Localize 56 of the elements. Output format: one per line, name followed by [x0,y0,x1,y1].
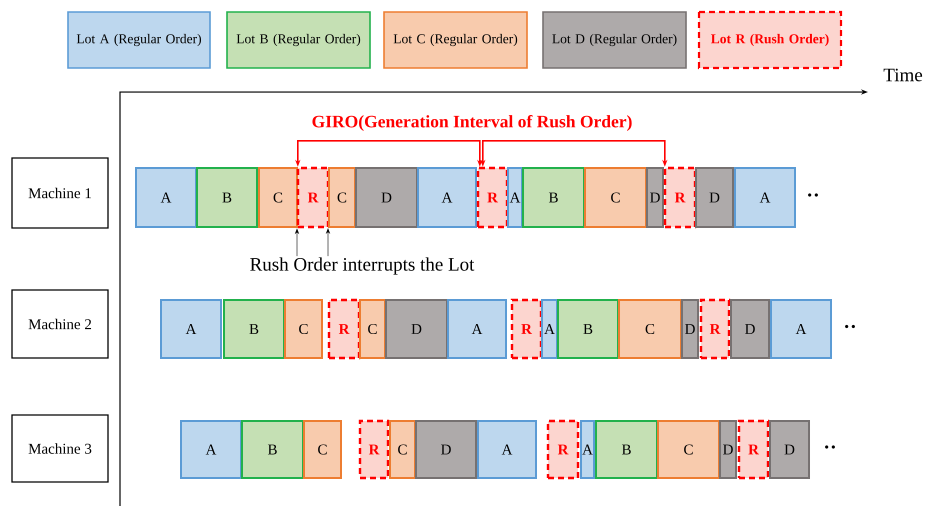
machine-box: Machine 1 [11,157,109,229]
lot-block: D [385,299,448,359]
lot-block: C [328,167,356,228]
lot-block: C [284,299,323,359]
rush-lot-block: R [358,420,390,480]
lot-block: B [223,299,285,359]
ellipsis: ·· [825,445,835,449]
lot-block: D [730,299,770,359]
lot-block: C [303,420,342,479]
lot-block: A [734,167,796,228]
lot-block: A [770,299,832,359]
lot-block: B [522,167,585,228]
lot-block: C [389,420,416,479]
lot-block: A [507,167,523,228]
lot-block: D [695,167,734,228]
rush-lot-block: R [664,166,696,228]
lot-block: A [160,299,222,359]
lot-block: A [180,420,242,479]
annotation-text: Rush Order interrupts the Lot [250,257,474,275]
lot-block: D [646,167,664,228]
lot-block: B [595,420,658,479]
legend-item: Lot B (Regular Order) [226,11,371,69]
lot-block: B [241,420,304,479]
rush-lot-block: R [328,298,360,360]
lot-block: C [584,167,647,228]
lot-block: D [355,167,418,228]
lot-block: A [417,167,477,228]
lot-block: B [557,299,619,359]
lot-block: C [618,299,682,359]
lot-block: B [196,167,258,228]
rush-lot-block: R [546,420,580,480]
legend-item: Lot A (Regular Order) [67,11,211,69]
machine-box: Machine 3 [11,414,109,483]
lot-block: A [580,420,595,479]
lot-block: A [477,420,537,479]
legend-item: Lot D (Regular Order) [542,11,687,69]
legend-item: Lot C (Regular Order) [383,11,528,69]
rush-lot-block: R [738,420,770,480]
rush-lot-block: R [510,298,542,360]
rush-lot-block: R [700,298,730,360]
lot-block: C [657,420,720,479]
lot-block: D [719,420,737,479]
axis-label: Time [884,68,922,82]
rush-lot-block: R [296,166,330,228]
lot-block: A [135,167,197,228]
rush-lot-block: R [476,166,508,228]
lot-block: C [359,299,386,359]
legend-item: Lot R (Rush Order) [698,10,842,70]
lot-block: A [447,299,507,359]
lot-block: C [258,167,298,228]
lot-block: D [681,299,699,359]
lot-block: D [415,420,477,479]
machine-box: Machine 2 [11,289,109,359]
lot-block: A [541,299,558,359]
heading: GIRO(Generation Interval of Rush Order) [310,114,634,132]
lot-block: D [769,420,810,479]
